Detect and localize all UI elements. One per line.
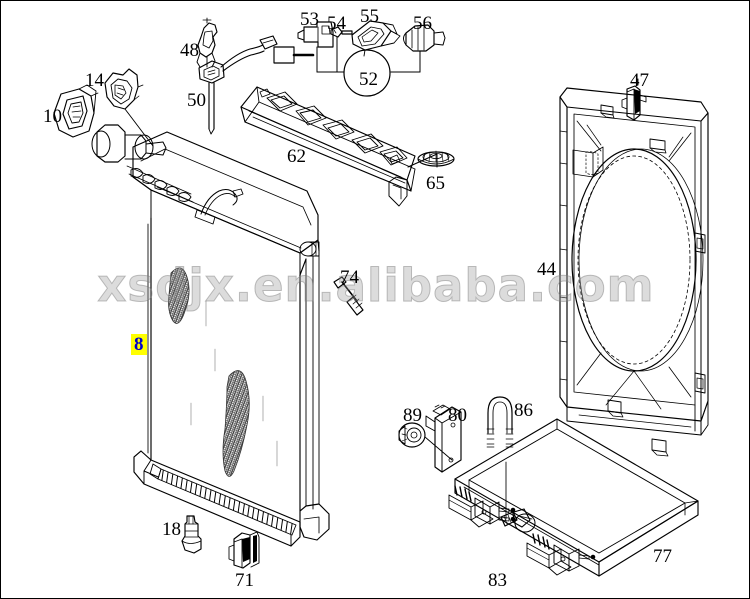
part-52-circle	[343, 49, 391, 97]
callout-86: 86	[514, 400, 533, 421]
part-89-bushing	[398, 422, 426, 448]
part-80-angle-bracket	[425, 404, 462, 473]
callout-14: 14	[85, 70, 104, 91]
part-10-filler-cap	[53, 84, 99, 138]
part-8-radiator	[91, 124, 330, 547]
part-50-level-sensor	[198, 35, 315, 135]
callout-52: 52	[359, 69, 378, 90]
leader-89	[424, 436, 453, 461]
callout-54: 54	[327, 13, 346, 34]
part-53-connector-housing	[297, 21, 334, 48]
frame-foot-left	[448, 485, 494, 528]
callout-44: 44	[537, 259, 556, 280]
callout-65: 65	[426, 173, 445, 194]
part-56-rubber-grommet	[403, 24, 446, 52]
part-65-sealing-washer	[417, 150, 455, 167]
part-48-retaining-clip	[196, 17, 218, 68]
frame-foot-right	[526, 533, 572, 576]
part-47-shroud-clip	[621, 85, 647, 121]
part-18-rubber-mount	[181, 515, 202, 554]
part-74-mounting-screw	[333, 276, 364, 316]
part-71-retaining-clip	[228, 531, 260, 569]
callout-83: 83	[488, 570, 507, 591]
part-14-cap-seal	[104, 68, 144, 110]
part-83-hex-bolt	[500, 508, 536, 533]
leader-65	[407, 153, 438, 168]
callout-10: 10	[43, 106, 62, 127]
callout-89: 89	[403, 405, 422, 426]
part-44-fan-shroud	[559, 87, 709, 457]
callout-47: 47	[630, 70, 649, 91]
callout-55: 55	[360, 6, 379, 27]
callout-8: 8	[131, 334, 147, 355]
callout-77: 77	[653, 546, 672, 567]
callout-48: 48	[180, 40, 199, 61]
callout-18: 18	[162, 519, 181, 540]
part-86-u-bolt	[486, 396, 514, 448]
part-55-connector-cover	[351, 20, 401, 57]
callout-62: 62	[287, 146, 306, 167]
callout-56: 56	[413, 13, 432, 34]
callout-53: 53	[300, 9, 319, 30]
callout-80: 80	[448, 405, 467, 426]
callout-74: 74	[340, 267, 359, 288]
callout-50: 50	[187, 90, 206, 111]
part-54-pin-terminal	[330, 26, 353, 38]
part-62-cross-member	[240, 86, 416, 207]
callout-71: 71	[235, 570, 254, 591]
